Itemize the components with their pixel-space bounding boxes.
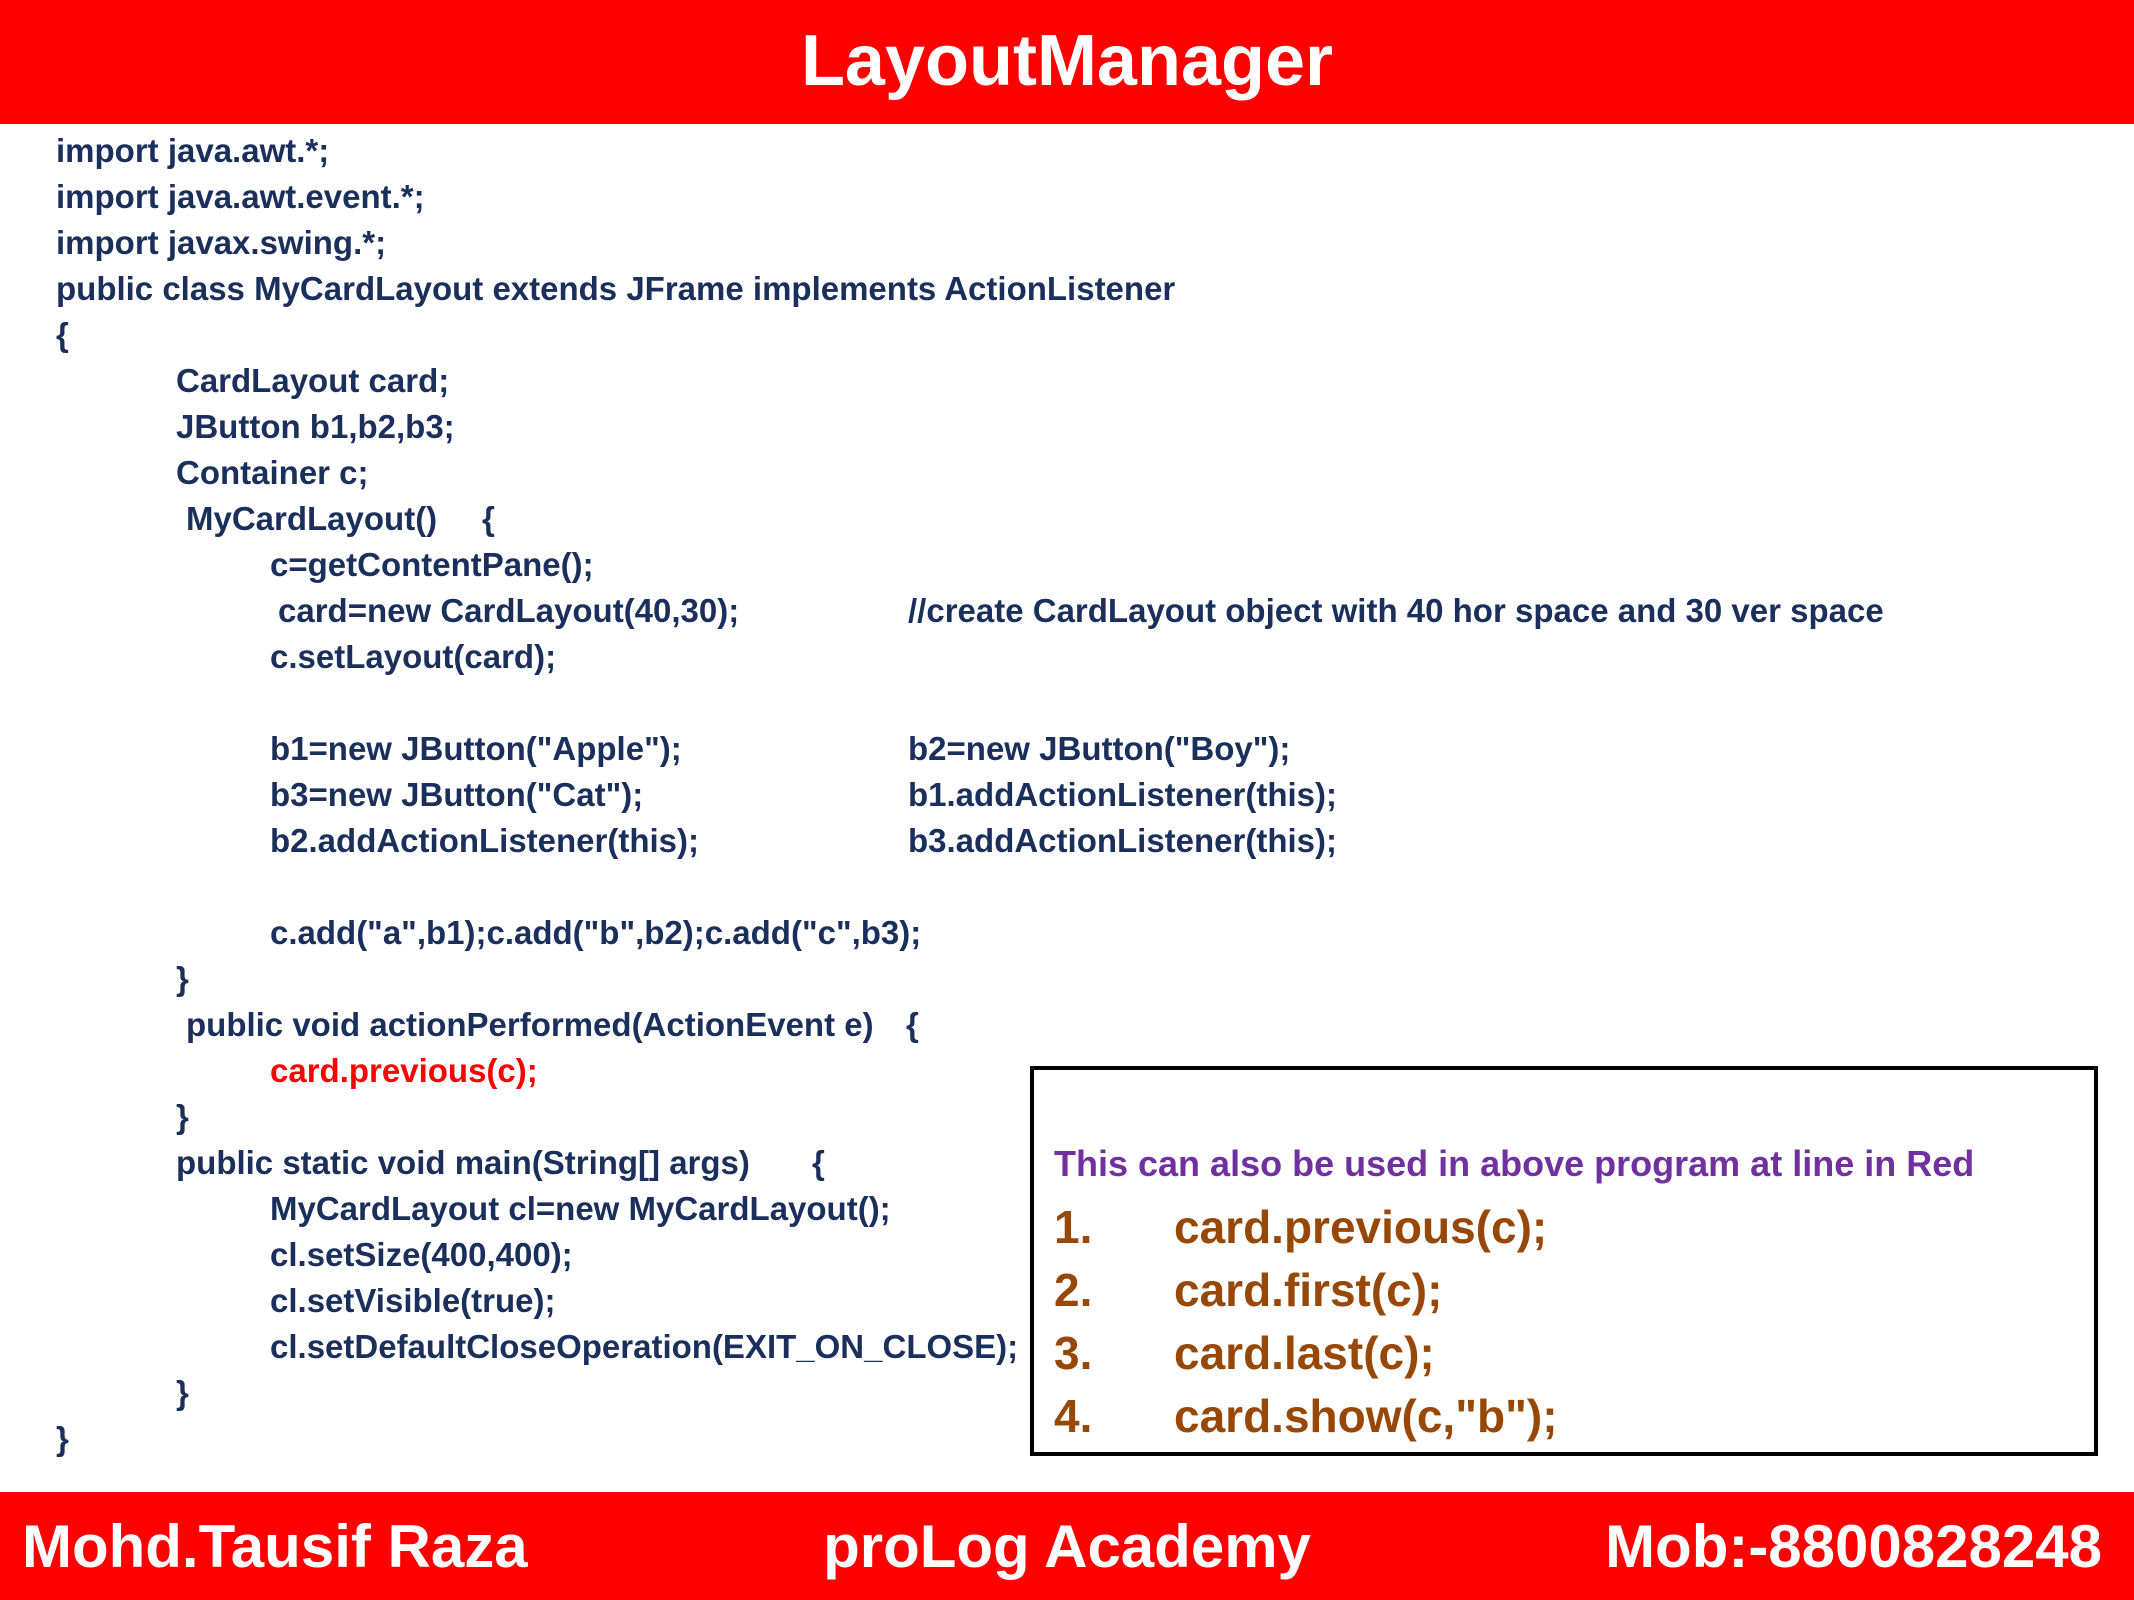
code-line: b3.addActionListener(this); <box>908 822 1338 859</box>
code-line: } <box>176 1374 189 1411</box>
footer-banner: Mohd.Tausif Raza proLog Academy Mob:-880… <box>0 1492 2134 1600</box>
code-line: b2=new JButton("Boy"); <box>908 730 1291 767</box>
footer-author: Mohd.Tausif Raza <box>22 1513 528 1580</box>
code-comment: //create CardLayout object with 40 hor s… <box>908 592 1884 629</box>
code-line: import javax.swing.*; <box>56 224 387 261</box>
code-line: import java.awt.event.*; <box>56 178 425 215</box>
list-item-code: card.last(c); <box>1174 1327 1435 1379</box>
list-item-code: card.first(c); <box>1174 1264 1443 1316</box>
code-line: Container c; <box>176 454 369 491</box>
code-line: b3=new JButton("Cat"); <box>270 776 644 813</box>
code-line: CardLayout card; <box>176 362 450 399</box>
code-line: public static void main(String[] args) <box>176 1144 750 1181</box>
footer-academy: proLog Academy <box>823 1513 1311 1580</box>
code-line: { <box>56 316 69 353</box>
code-line: { <box>812 1144 825 1181</box>
alternatives-note-box: This can also be used in above program a… <box>1030 1066 2098 1456</box>
code-line: cl.setSize(400,400); <box>270 1236 573 1273</box>
code-line: b1=new JButton("Apple"); <box>270 730 682 767</box>
list-item-number: 3. <box>1054 1327 1093 1379</box>
code-line: JButton b1,b2,b3; <box>176 408 455 445</box>
code-line: MyCardLayout cl=new MyCardLayout(); <box>270 1190 891 1227</box>
note-heading: This can also be used in above program a… <box>1054 1143 1975 1184</box>
code-line: card=new CardLayout(40,30); <box>278 592 740 629</box>
list-item-code: card.show(c,"b"); <box>1174 1390 1558 1442</box>
code-line: c.setLayout(card); <box>270 638 557 675</box>
page-title: LayoutManager <box>800 21 1334 101</box>
list-item-number: 1. <box>1054 1201 1093 1253</box>
header-banner: LayoutManager <box>0 0 2134 124</box>
code-line: c.add("a",b1);c.add("b",b2);c.add("c",b3… <box>270 914 922 951</box>
list-item: 4. card.show(c,"b"); <box>1054 1389 1558 1443</box>
code-line: public void actionPerformed(ActionEvent … <box>186 1006 874 1043</box>
list-item-code: card.previous(c); <box>1174 1201 1548 1253</box>
code-line: import java.awt.*; <box>56 132 330 169</box>
list-item: 3. card.last(c); <box>1054 1326 1435 1380</box>
list-item: 1. card.previous(c); <box>1054 1200 1547 1254</box>
code-line: } <box>176 1098 189 1135</box>
code-line: public class MyCardLayout extends JFrame… <box>56 270 1176 307</box>
code-line: c=getContentPane(); <box>270 546 594 583</box>
list-item: 2. card.first(c); <box>1054 1263 1442 1317</box>
code-line: } <box>56 1420 69 1457</box>
list-item-number: 2. <box>1054 1264 1093 1316</box>
code-line: b1.addActionListener(this); <box>908 776 1338 813</box>
code-line: { <box>906 1006 919 1043</box>
list-item-number: 4. <box>1054 1390 1093 1442</box>
code-line: } <box>176 960 189 997</box>
code-line: b2.addActionListener(this); <box>270 822 700 859</box>
code-line: MyCardLayout() <box>186 500 438 537</box>
highlighted-code-line: card.previous(c); <box>270 1052 538 1089</box>
code-line: cl.setVisible(true); <box>270 1282 556 1319</box>
footer-mobile: Mob:-8800828248 <box>1605 1513 2102 1580</box>
code-line: cl.setDefaultCloseOperation(EXIT_ON_CLOS… <box>270 1328 1019 1365</box>
code-line: { <box>482 500 495 537</box>
